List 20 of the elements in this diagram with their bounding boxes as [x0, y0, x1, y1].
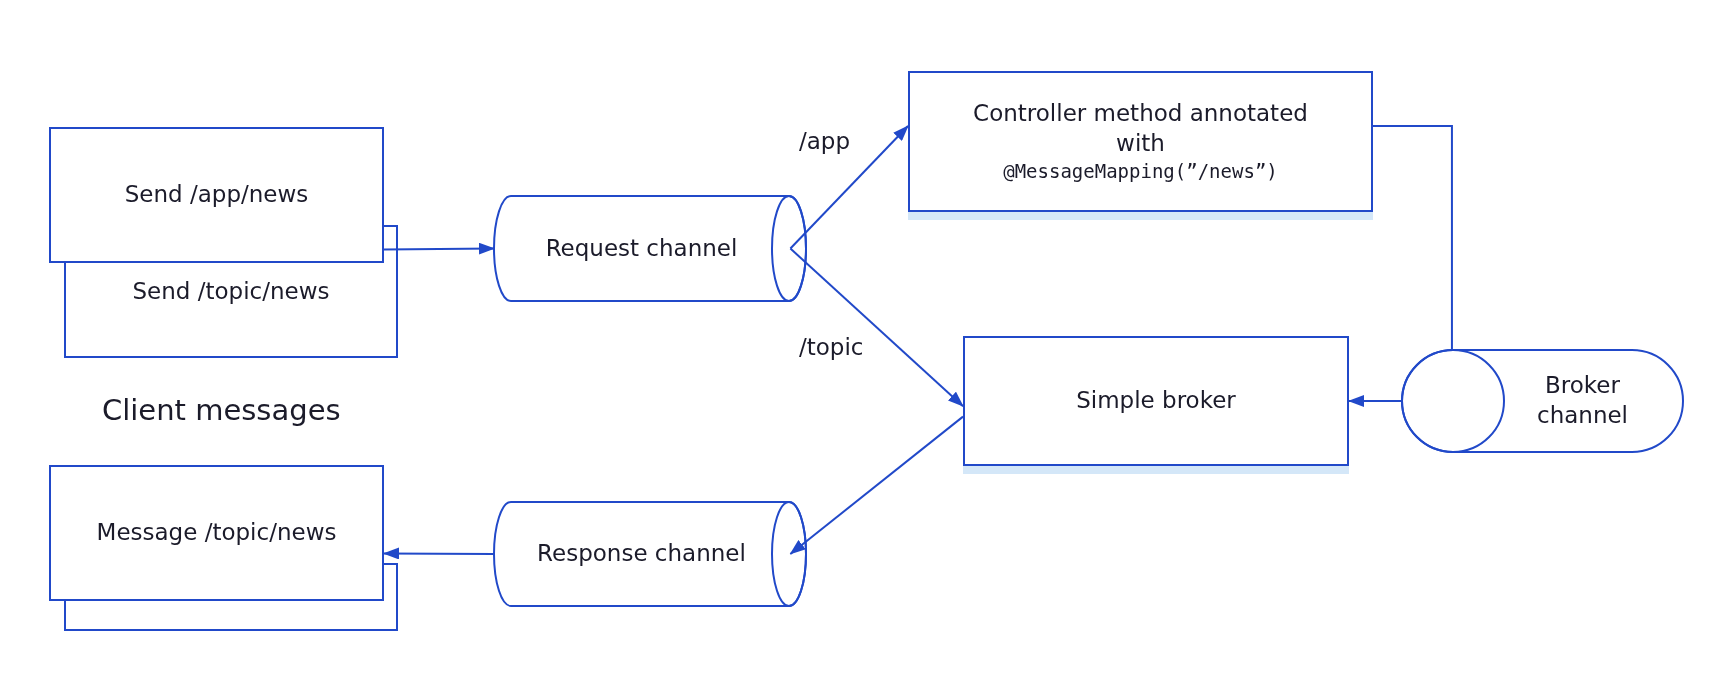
- stacked-message-box: [64, 263, 398, 358]
- node-label: Send /topic/news: [132, 277, 330, 306]
- node-label: Broker channel: [1536, 371, 1629, 430]
- arrow: [1348, 395, 1402, 407]
- node-label: Controller method annotated with: [972, 99, 1309, 159]
- node-label: Send /app/news: [124, 180, 309, 210]
- connector-line: [1372, 125, 1453, 350]
- annotation-code: @MessageMapping(”/news”): [1003, 159, 1278, 184]
- arrow: [383, 242, 495, 255]
- arrow: [789, 415, 964, 555]
- node-label: Request channel: [545, 233, 738, 263]
- message-box: [49, 465, 384, 601]
- node-label: Message /topic/news: [96, 518, 337, 548]
- arrow: [789, 125, 909, 250]
- arrow: [789, 247, 964, 408]
- arrow: [383, 547, 495, 560]
- message-box: [49, 127, 384, 263]
- node-label: Response channel: [537, 539, 746, 569]
- node-label: Simple broker: [1076, 386, 1236, 416]
- stacked-message-box: [64, 601, 398, 631]
